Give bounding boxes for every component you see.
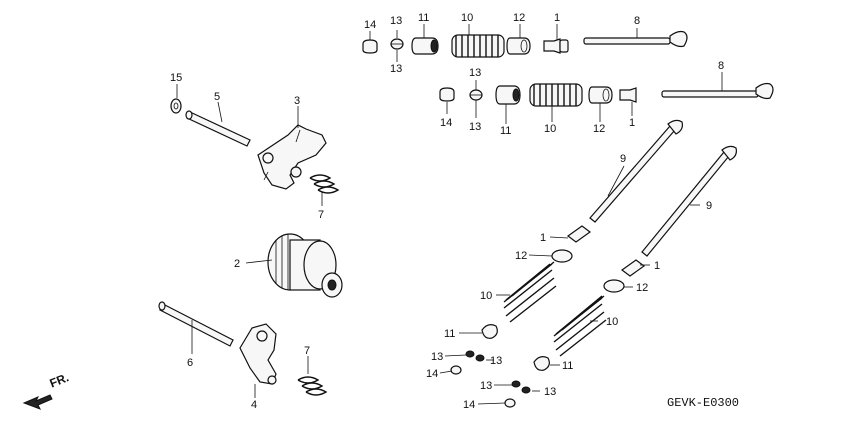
callout-3: 3 xyxy=(294,95,300,107)
callout-13-mid-b: 13 xyxy=(469,121,481,133)
callout-2: 2 xyxy=(234,258,240,270)
valve-8-top xyxy=(583,30,688,48)
camshaft-2 xyxy=(267,233,343,298)
callout-13-top-a: 13 xyxy=(390,15,402,27)
callout-7-upper: 7 xyxy=(318,209,324,221)
callout-14-mid: 14 xyxy=(440,117,452,129)
leader-lines xyxy=(176,24,723,405)
callout-12-left: 12 xyxy=(515,250,527,262)
callout-7-lower: 7 xyxy=(304,345,310,357)
callout-6: 6 xyxy=(187,357,193,369)
spring-seat-12-top xyxy=(506,37,531,55)
valve-spring-10-top xyxy=(451,34,505,58)
seal-14-right xyxy=(504,398,516,408)
callout-11-mid: 11 xyxy=(500,125,511,137)
callout-8-mid: 8 xyxy=(718,60,724,72)
callout-9-right: 9 xyxy=(706,200,712,212)
callout-1-top: 1 xyxy=(554,12,560,24)
callout-1-mid: 1 xyxy=(629,117,635,129)
callout-12-right: 12 xyxy=(636,282,648,294)
callout-14-top: 14 xyxy=(364,19,376,31)
callout-13-left-a: 13 xyxy=(431,351,443,363)
callout-1-right: 1 xyxy=(654,260,660,272)
callout-15: 15 xyxy=(170,72,182,84)
callout-13-right-a: 13 xyxy=(480,380,492,392)
stem-seal-1-top xyxy=(543,38,561,54)
callout-5: 5 xyxy=(214,91,220,103)
callout-11-top: 11 xyxy=(418,12,429,24)
callout-11-right: 11 xyxy=(562,360,573,372)
seal-14-left xyxy=(450,365,462,375)
spring-7-upper xyxy=(309,174,340,194)
callout-1-left: 1 xyxy=(540,232,546,244)
cotter-13-right-b xyxy=(521,386,531,394)
callout-11-left: 11 xyxy=(444,328,455,340)
valve-9-right xyxy=(641,145,737,257)
left-valve-stack xyxy=(450,225,592,375)
rocker-shaft-5 xyxy=(185,110,251,147)
valve-spring-10-right xyxy=(553,295,607,357)
valve-spring-10-mid xyxy=(529,83,583,107)
rocker-arm-4 xyxy=(239,323,277,385)
callout-13-right-b: 13 xyxy=(544,386,556,398)
callout-9-left: 9 xyxy=(620,153,626,165)
callout-labels: 14 13 13 11 10 12 1 8 13 13 14 11 10 12 … xyxy=(170,12,724,411)
rocker-shaft-6 xyxy=(158,301,234,347)
callout-10-right: 10 xyxy=(606,316,618,328)
spring-seat-12-mid xyxy=(588,86,613,104)
spring-seat-12-right xyxy=(603,279,625,293)
stem-seal-1-right xyxy=(620,259,646,277)
callout-14-left: 14 xyxy=(426,368,438,380)
stem-seal-1-left xyxy=(566,225,592,243)
top-row-2 xyxy=(439,82,774,107)
callout-10-left: 10 xyxy=(480,290,492,302)
arrow-icon xyxy=(22,394,53,410)
spring-seat-12-left xyxy=(551,249,573,263)
callout-12-top: 12 xyxy=(513,12,525,24)
callout-13-left-b: 13 xyxy=(490,355,502,367)
top-row-1 xyxy=(362,30,688,58)
retainer-11-left xyxy=(481,324,498,339)
callout-4: 4 xyxy=(251,399,257,411)
valve-8-mid xyxy=(661,82,774,100)
stem-seal-1-mid xyxy=(619,87,637,103)
valve-stem-seal-14-top xyxy=(362,39,378,54)
callout-10-mid: 10 xyxy=(544,123,556,135)
rocker-arm-3 xyxy=(257,124,327,190)
spring-7-lower xyxy=(297,376,328,396)
callout-12-mid: 12 xyxy=(593,123,605,135)
callout-13-top-b: 13 xyxy=(390,63,402,75)
callout-8-top: 8 xyxy=(634,15,640,27)
cotter-13-left-b xyxy=(475,354,485,362)
cotter-13-right-a xyxy=(511,380,521,388)
valve-9-left xyxy=(589,119,683,223)
diagram-code: GEVK-E0300 xyxy=(667,396,739,410)
front-direction-arrow: FR. xyxy=(22,370,71,410)
callout-14-right: 14 xyxy=(463,399,475,411)
cotter-13-left-a xyxy=(465,350,475,358)
callout-10-top: 10 xyxy=(461,12,473,24)
retainer-11-right xyxy=(533,356,550,371)
valve-spring-10-left xyxy=(503,261,557,323)
right-valve-stack xyxy=(504,259,646,408)
valve-stem-seal-14-mid xyxy=(439,87,455,102)
callout-13-mid-a: 13 xyxy=(469,67,481,79)
o-ring-15 xyxy=(170,98,182,114)
direction-label: FR. xyxy=(48,370,71,390)
